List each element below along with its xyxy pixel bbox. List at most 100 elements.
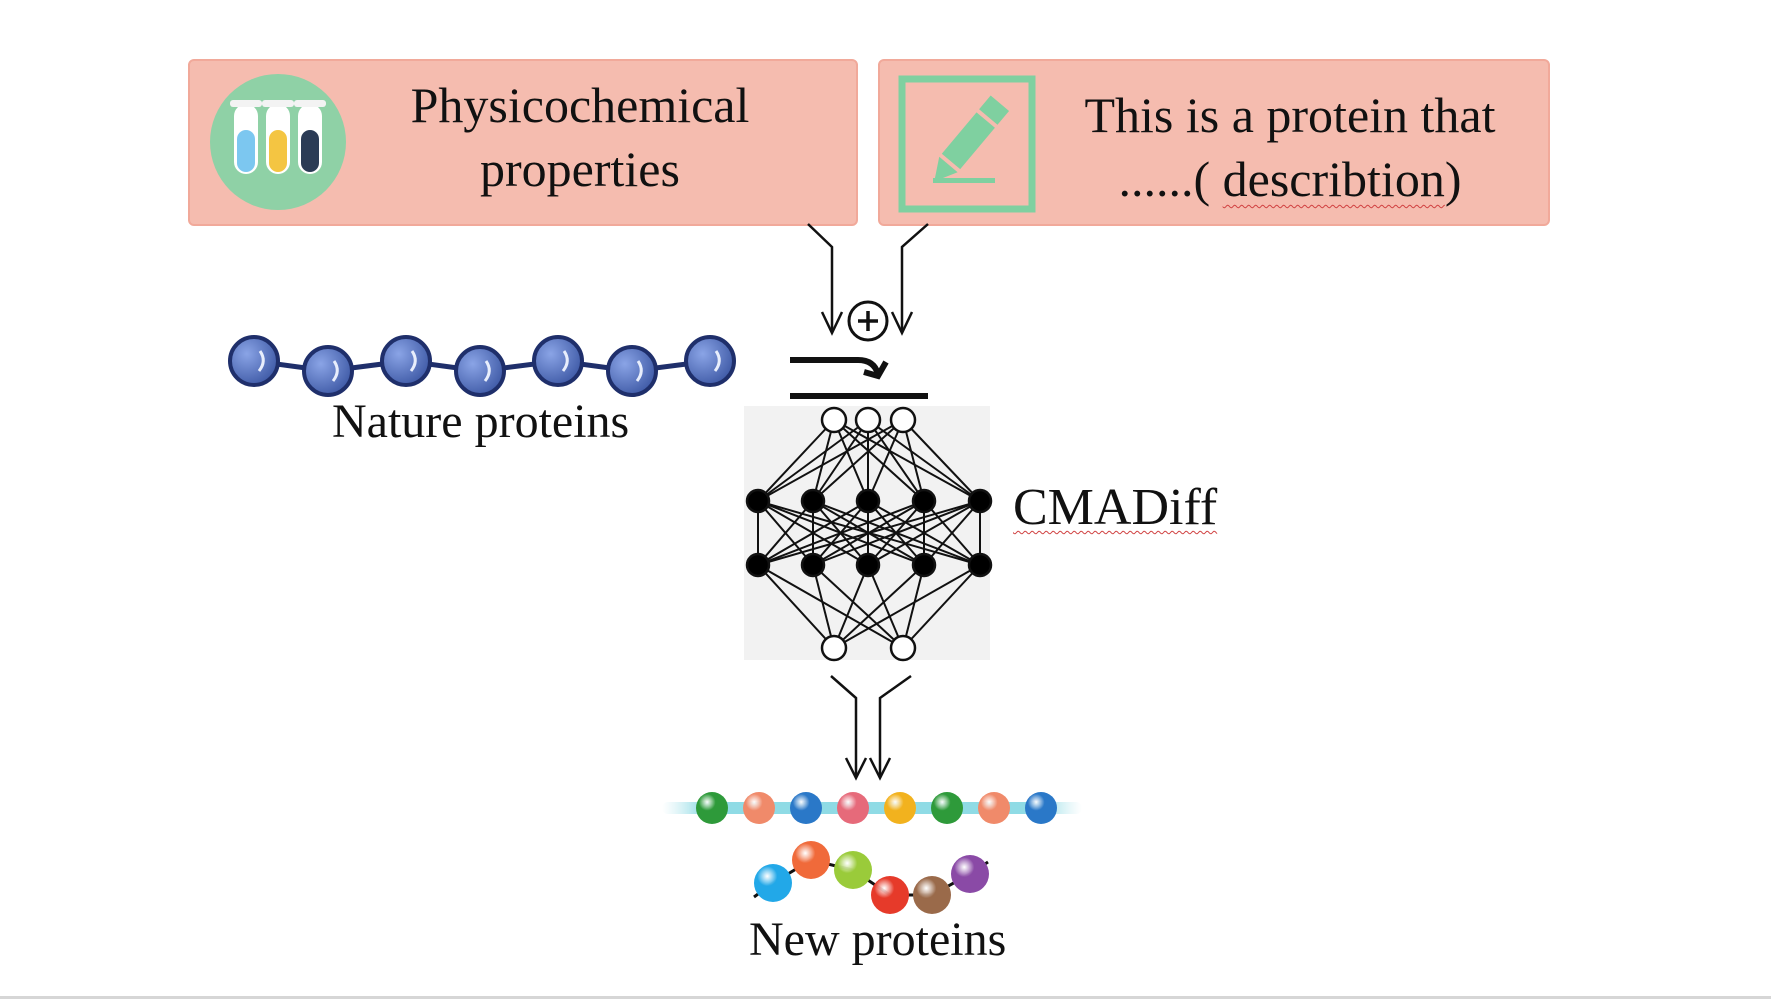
description-line2-prefix: ......( — [1118, 151, 1223, 207]
nature-protein-chain — [228, 335, 736, 397]
nature-protein-bead — [380, 335, 432, 387]
new-protein-residue — [951, 855, 989, 893]
network-edge — [812, 419, 835, 502]
nature-bead-highlight — [713, 350, 721, 372]
neural-network-icon — [744, 406, 993, 662]
physicochemical-line2: properties — [480, 141, 680, 197]
new-protein-chain — [753, 841, 989, 914]
network-edge — [867, 419, 904, 502]
bottom-divider — [0, 996, 1771, 999]
network-edge — [923, 500, 981, 566]
generated-sequence — [662, 792, 1082, 824]
nature-protein-bead — [454, 345, 506, 397]
network-io-node — [820, 406, 848, 434]
nature-bead-highlight — [635, 360, 643, 382]
nature-bead-highlight — [483, 360, 491, 382]
network-edge — [902, 564, 925, 649]
network-edge — [757, 419, 869, 502]
network-edge — [902, 419, 925, 502]
nature-protein-bead — [684, 335, 736, 387]
network-edge — [757, 419, 904, 502]
left-output-arrow — [830, 675, 858, 778]
new-proteins-label: New proteins — [749, 913, 1007, 966]
network-hidden-node — [745, 552, 771, 578]
output-arrows — [830, 674, 912, 781]
network-edge — [833, 419, 869, 502]
network-edge — [812, 419, 904, 502]
network-io-node — [889, 406, 917, 434]
network-edge — [812, 564, 835, 649]
description-line1: This is a protein that — [1084, 87, 1496, 143]
sequence-residue — [837, 792, 869, 824]
sequence-residue — [696, 792, 728, 824]
network-hidden-node — [800, 552, 826, 578]
model-label: CMADiff — [1013, 479, 1218, 536]
new-protein-residue — [754, 864, 792, 902]
nature-bead-highlight — [257, 350, 265, 372]
description-word: describtion — [1222, 151, 1445, 207]
network-edge — [757, 500, 814, 566]
nature-bead-highlight — [561, 350, 569, 372]
description-input-box: This is a protein that ......( describti… — [878, 59, 1550, 226]
sequence-residue — [1025, 792, 1057, 824]
right-input-arrow — [900, 223, 929, 333]
network-hidden-node — [745, 488, 771, 514]
network-edge — [867, 500, 981, 566]
plus-circle-icon — [847, 300, 889, 342]
network-hidden-node — [911, 552, 937, 578]
network-edge — [833, 564, 869, 649]
network-edge — [902, 419, 981, 502]
nature-bead-highlight — [409, 350, 417, 372]
description-label: This is a protein that ......( describti… — [1045, 83, 1535, 211]
network-hidden-node — [967, 488, 993, 514]
nature-protein-bead — [228, 335, 280, 387]
sequence-residue — [790, 792, 822, 824]
nature-protein-bead — [606, 345, 658, 397]
left-input-arrow — [807, 223, 834, 333]
network-edge — [757, 419, 835, 502]
right-output-arrow — [878, 674, 912, 778]
new-protein-residue — [834, 851, 872, 889]
description-line2: ......( describtion) — [1045, 147, 1535, 211]
network-edge — [867, 564, 904, 649]
network-edge — [833, 564, 981, 649]
network-edge — [812, 564, 904, 649]
network-edge — [757, 500, 925, 566]
network-edge — [833, 564, 925, 649]
network-edge — [812, 500, 981, 566]
network-edge — [812, 419, 869, 502]
network-hidden-node — [911, 488, 937, 514]
network-edge — [757, 500, 869, 566]
new-protein-residue — [913, 876, 951, 914]
network-io-node — [889, 634, 917, 662]
network-hidden-node — [967, 552, 993, 578]
nature-bead-highlight — [331, 360, 339, 382]
merge-symbol — [790, 357, 928, 399]
network-io-node — [854, 406, 882, 434]
network-hidden-node — [855, 552, 881, 578]
pencil-icon — [898, 75, 1036, 213]
input-arrows — [807, 223, 929, 336]
new-protein-residue — [792, 841, 830, 879]
network-edge — [902, 564, 981, 649]
network-io-node — [820, 634, 848, 662]
sequence-residue — [931, 792, 963, 824]
network-edge — [757, 500, 981, 566]
nature-protein-bead — [302, 345, 354, 397]
sequence-residue — [884, 792, 916, 824]
sequence-residue — [978, 792, 1010, 824]
network-edge — [757, 564, 904, 649]
physicochemical-label: Physicochemical properties — [390, 73, 770, 201]
test-tubes-icon — [210, 74, 346, 210]
nature-proteins-label: Nature proteins — [332, 395, 630, 448]
nature-protein-bead — [532, 335, 584, 387]
new-protein-residue — [871, 876, 909, 914]
description-line2-suffix: ) — [1444, 151, 1462, 207]
network-hidden-node — [800, 488, 826, 514]
sequence-residue — [743, 792, 775, 824]
physicochemical-line1: Physicochemical — [410, 77, 750, 133]
network-edge — [757, 564, 835, 649]
physicochemical-input-box: Physicochemical properties — [188, 59, 858, 226]
